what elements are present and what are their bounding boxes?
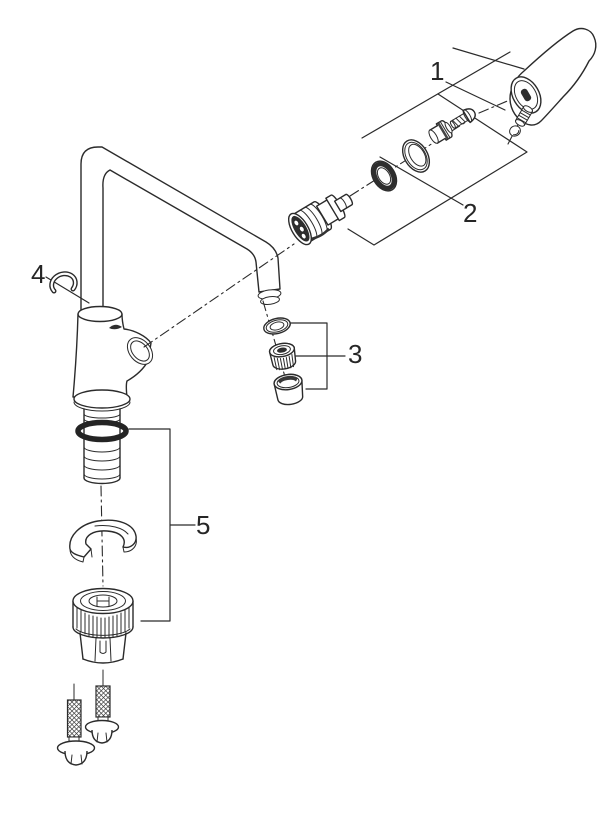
axis-body-to-cartridge: [143, 243, 295, 348]
faucet-body: [72, 305, 154, 485]
callout-3-label: 3: [348, 339, 362, 369]
aerator-insert: [268, 342, 297, 371]
base-flange: [73, 389, 131, 412]
callout-2-label: 2: [463, 198, 477, 228]
handle-mount-boss: [126, 337, 154, 365]
bracket-2: [347, 93, 528, 246]
cartridge: [287, 193, 354, 246]
threaded-shank: [83, 408, 121, 485]
body-top-rim: [77, 305, 123, 323]
center-axes: [100, 87, 538, 587]
spout-outlet: [257, 289, 282, 305]
bracket-1-stub: [452, 47, 525, 70]
o-ring: [75, 419, 129, 443]
handle-plug: [509, 125, 521, 137]
body-logo-mark: [109, 324, 122, 330]
grub-screw: [514, 105, 534, 127]
callout-2-leader: [379, 156, 464, 206]
mounting-stud-left: [56, 683, 96, 766]
callout-1-leader: [445, 81, 506, 111]
mounting-stud-right: [84, 669, 120, 744]
stabilizer-washer: [69, 519, 137, 563]
callout-1-label: 1: [430, 56, 444, 86]
cartridge-adapter: [428, 119, 453, 144]
mounting-nut: [72, 587, 134, 664]
c-clip: [49, 271, 78, 294]
bracket-1-spine: [361, 51, 511, 139]
axis-base-mount: [100, 485, 104, 587]
callout-brackets: [45, 47, 528, 622]
aerator-seal: [263, 317, 291, 335]
cap-ring: [401, 139, 431, 173]
retaining-ring: [370, 160, 398, 192]
bracket-5: [128, 428, 196, 622]
cartridge-screw: [449, 108, 476, 129]
handle-lever: [509, 27, 597, 126]
spout-tube: [80, 146, 282, 312]
aerator-housing: [273, 373, 304, 406]
axis-cartridge-to-screw: [349, 119, 470, 197]
callout-4-label: 4: [31, 259, 45, 289]
handle-socket-slot: [520, 88, 532, 102]
callout-5-label: 5: [196, 510, 210, 540]
bracket-3: [288, 322, 346, 390]
